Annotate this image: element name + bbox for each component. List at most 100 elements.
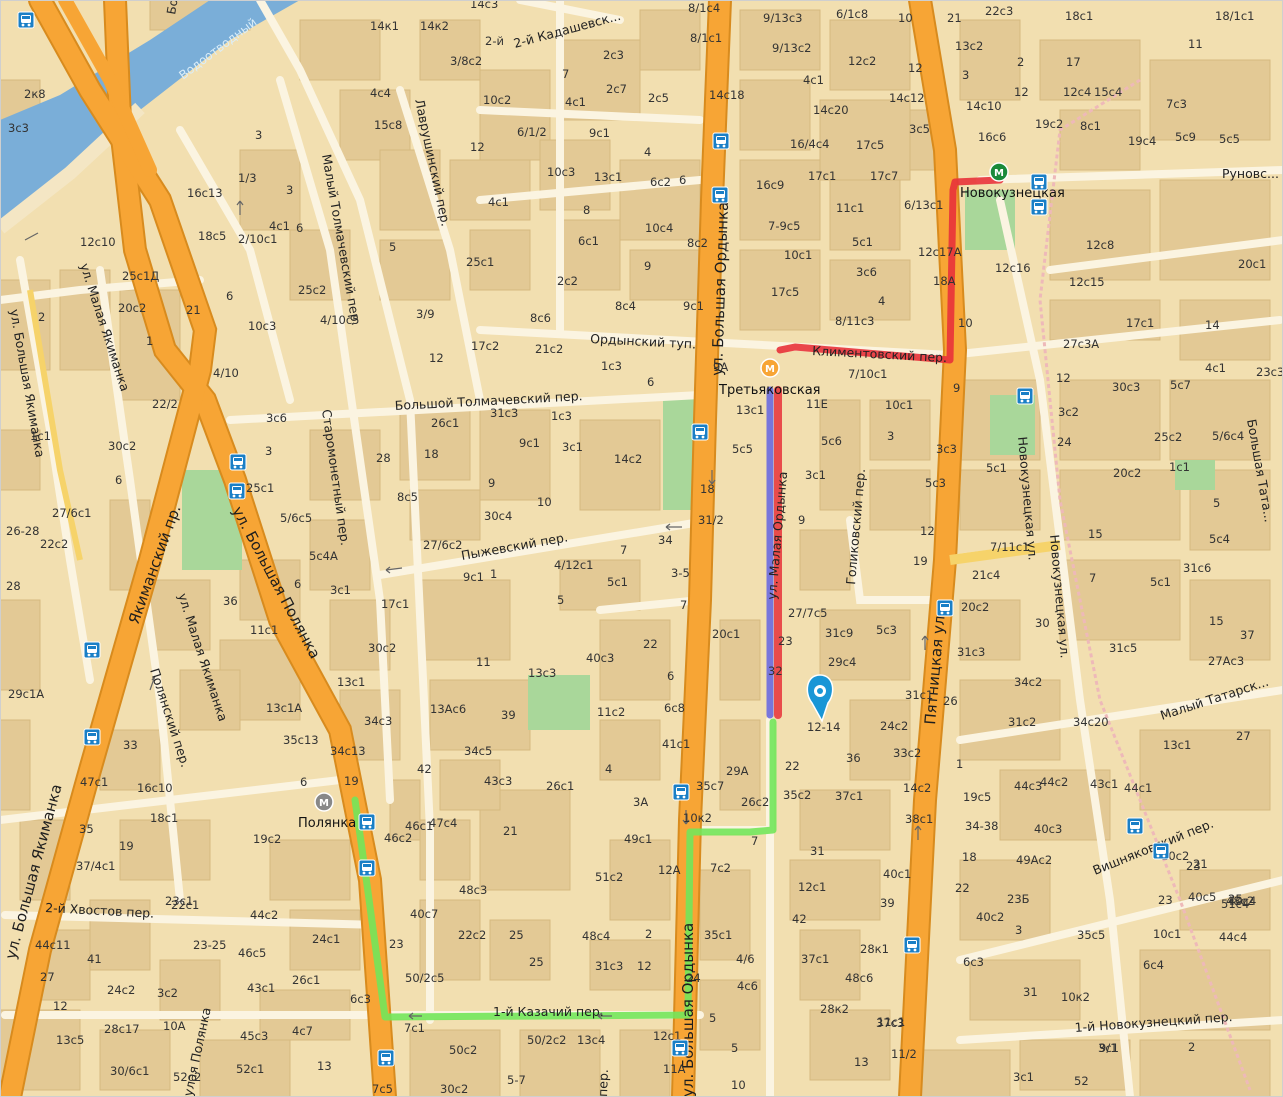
house-number: 5с5 bbox=[732, 442, 753, 456]
house-number: 1с3 bbox=[551, 409, 572, 423]
house-number: 31/2 bbox=[698, 513, 724, 527]
bus-stop-icon[interactable] bbox=[936, 599, 954, 617]
house-number: 13с3 bbox=[528, 666, 556, 680]
house-number: 26с1 bbox=[292, 973, 320, 987]
bus-stop-icon[interactable] bbox=[83, 641, 101, 659]
house-number: 19 bbox=[913, 554, 928, 568]
house-number: 37 bbox=[1240, 628, 1255, 642]
location-pin-icon[interactable] bbox=[806, 674, 834, 723]
metro-polyanka[interactable]: М Полянка bbox=[298, 792, 356, 831]
house-number: 12 bbox=[53, 999, 68, 1013]
bus-stop-icon[interactable] bbox=[712, 132, 730, 150]
metro-letter: М bbox=[994, 168, 1004, 179]
house-number: 17с1 bbox=[808, 169, 836, 183]
house-number: 11с2 bbox=[597, 705, 625, 719]
house-number: 34-38 bbox=[965, 819, 998, 833]
bus-stop-icon[interactable] bbox=[1016, 387, 1034, 405]
house-number: 14с2 bbox=[614, 452, 642, 466]
house-number: 2 bbox=[645, 927, 652, 941]
bus-stop-icon[interactable] bbox=[1030, 198, 1048, 216]
house-number: 45с3 bbox=[240, 1029, 268, 1043]
bus-stop-icon[interactable] bbox=[672, 783, 690, 801]
house-number: 10 bbox=[898, 11, 913, 25]
house-number: 31с6 bbox=[1183, 561, 1211, 575]
house-number: 14с2 bbox=[903, 781, 931, 795]
house-number: 6/1/2 bbox=[517, 125, 547, 139]
house-number: 5с5 bbox=[1219, 132, 1240, 146]
bus-stop-icon[interactable] bbox=[1126, 817, 1144, 835]
house-number: 14 bbox=[1205, 318, 1220, 332]
house-number: 37с3 bbox=[876, 1016, 904, 1030]
house-number: 10с3 bbox=[547, 165, 575, 179]
house-number: 19с2 bbox=[1035, 117, 1063, 131]
house-number: 40с3 bbox=[586, 651, 614, 665]
house-number: 5-7 bbox=[507, 1073, 526, 1087]
house-number: 9с1 bbox=[463, 570, 484, 584]
house-number: 13с1 bbox=[1163, 738, 1191, 752]
house-number: 7 bbox=[1089, 571, 1096, 585]
bus-stop-icon[interactable] bbox=[1030, 173, 1048, 191]
house-number: 17с1 bbox=[1126, 316, 1154, 330]
house-number: 13с1А bbox=[266, 701, 302, 715]
house-number: 19с2 bbox=[253, 832, 281, 846]
house-number: 7-9с5 bbox=[768, 219, 800, 233]
house-number: 2с3 bbox=[603, 48, 624, 62]
house-number: 12А bbox=[658, 863, 681, 877]
house-number: 17с5 bbox=[856, 138, 884, 152]
house-number: 12с10 bbox=[80, 235, 116, 249]
house-number: 23 bbox=[389, 937, 404, 951]
house-number: 10 bbox=[958, 316, 973, 330]
house-number: 49с1 bbox=[624, 832, 652, 846]
bus-stop-icon[interactable] bbox=[903, 936, 921, 954]
house-number: 7с5 bbox=[372, 1082, 393, 1096]
house-number: 7 bbox=[620, 543, 627, 557]
metro-letter: М bbox=[319, 798, 329, 809]
house-number: 3с1 bbox=[805, 468, 826, 482]
house-number: 52 bbox=[1074, 1074, 1089, 1088]
house-number: 10 bbox=[537, 495, 552, 509]
house-number: 15с4 bbox=[1094, 85, 1122, 99]
bus-stop-icon[interactable] bbox=[358, 859, 376, 877]
bus-stop-icon[interactable] bbox=[671, 1039, 689, 1057]
bus-stop-icon[interactable] bbox=[691, 423, 709, 441]
bus-stop-icon[interactable] bbox=[711, 186, 729, 204]
bus-stop-icon[interactable] bbox=[358, 813, 376, 831]
house-number: 26с1 bbox=[546, 779, 574, 793]
house-number: 3 bbox=[1015, 923, 1022, 937]
house-number: 26с2 bbox=[741, 795, 769, 809]
house-number: 28с17 bbox=[104, 1022, 140, 1036]
bus-stop-icon[interactable] bbox=[228, 482, 246, 500]
bus-stop-icon[interactable] bbox=[377, 1049, 395, 1067]
house-number: 5с1 bbox=[986, 461, 1007, 475]
house-number: 35с5 bbox=[1077, 928, 1105, 942]
house-number: 3с1 bbox=[1098, 1041, 1119, 1055]
house-number: 4с1 bbox=[803, 73, 824, 87]
house-number: 47с4 bbox=[429, 816, 457, 830]
metro-tretyakovskaya[interactable]: М Третьяковская bbox=[718, 358, 821, 398]
house-number: 6 bbox=[679, 173, 686, 187]
house-number: 9 bbox=[488, 476, 495, 490]
house-number: 30с4 bbox=[484, 509, 512, 523]
house-number: 27/6с1 bbox=[52, 506, 91, 520]
house-number: 48с2 bbox=[1226, 894, 1254, 908]
house-number: 10с1 bbox=[885, 398, 913, 412]
house-number: 44с4 bbox=[1219, 930, 1247, 944]
house-number: 14к1 bbox=[370, 19, 399, 33]
metro-novokuznetskaya[interactable]: М Новокузнецкая bbox=[960, 162, 1065, 201]
bus-stop-icon[interactable] bbox=[17, 11, 35, 29]
house-number: 25с1Д bbox=[122, 269, 159, 283]
house-number: 18с1 bbox=[150, 811, 178, 825]
bus-stop-icon[interactable] bbox=[83, 728, 101, 746]
house-number: 8/11с3 bbox=[835, 314, 874, 328]
house-number: 6 bbox=[296, 221, 303, 235]
house-number: 35с13 bbox=[283, 733, 319, 747]
bus-stop-icon[interactable] bbox=[1152, 842, 1170, 860]
metro-icon bbox=[989, 162, 1009, 182]
house-number: 10к2 bbox=[1061, 990, 1090, 1004]
house-number: 4с7 bbox=[292, 1024, 313, 1038]
house-number: 5с6 bbox=[821, 434, 842, 448]
bus-stop-icon[interactable] bbox=[229, 453, 247, 471]
house-number: 6с3 bbox=[963, 955, 984, 969]
